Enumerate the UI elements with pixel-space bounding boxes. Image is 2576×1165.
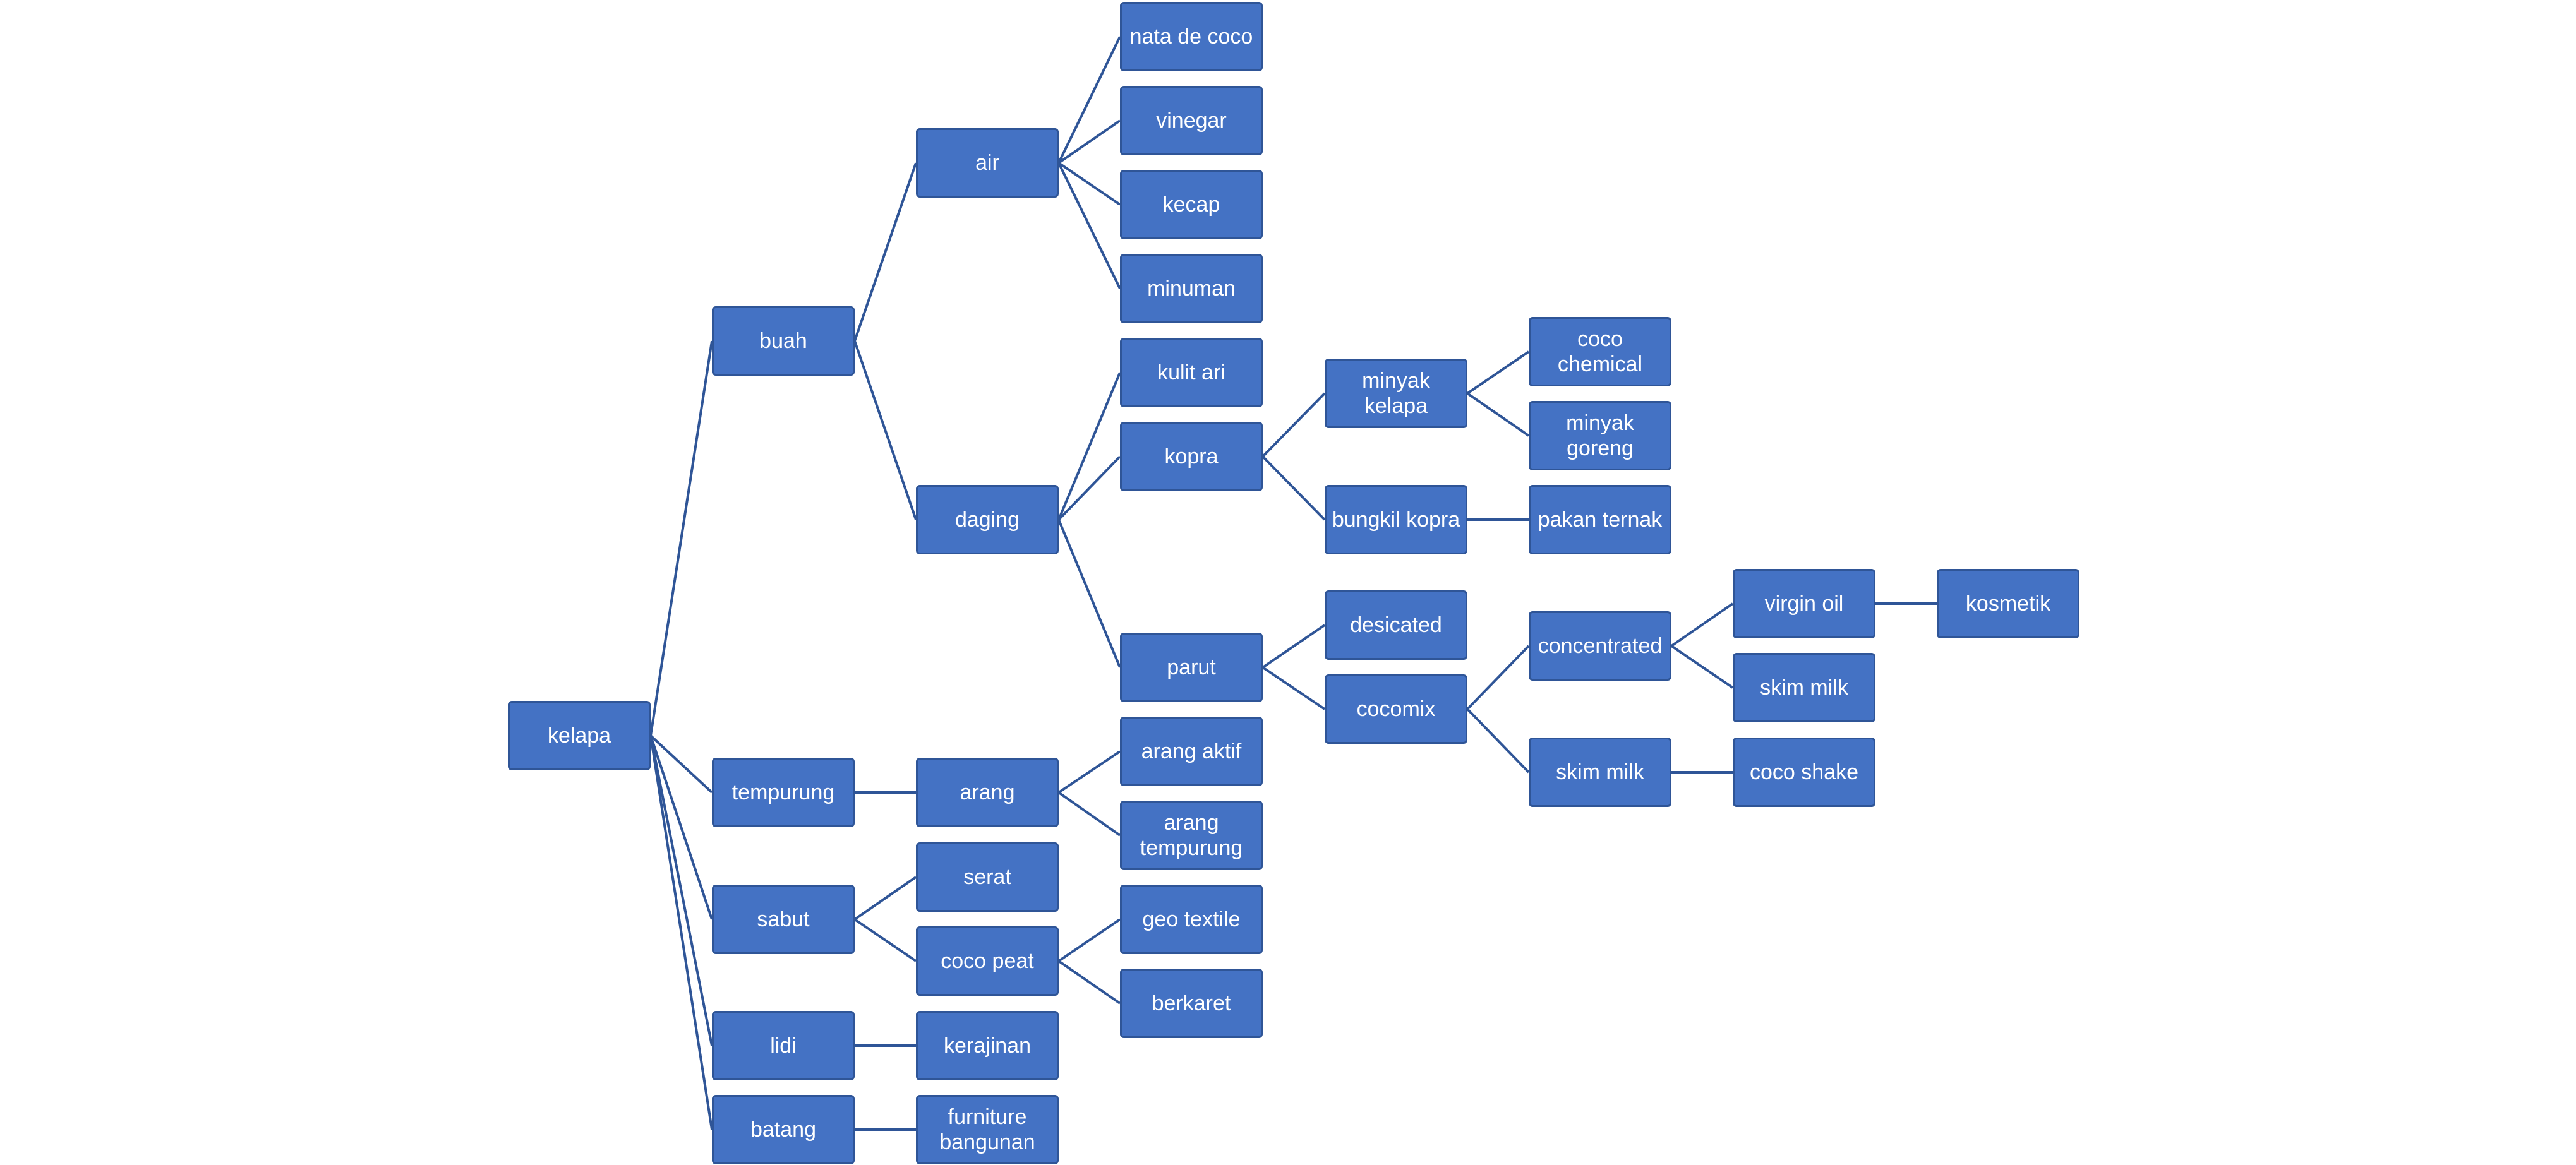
connector-kelapa-lidi: [649, 735, 713, 1046]
node-arang-aktif: arang aktif: [1120, 717, 1263, 786]
node-coco-shake: coco shake: [1733, 738, 1875, 807]
connector-kelapa-buah: [649, 340, 713, 736]
node-virgin-oil: virgin oil: [1733, 569, 1875, 638]
node-buah: buah: [712, 306, 855, 376]
connector-kelapa-tempurung: [649, 734, 713, 794]
connector-kelapa-sabut: [649, 735, 713, 920]
connector-cocomix-concentrated: [1466, 645, 1530, 710]
node-nata-de-coco: nata de coco: [1120, 2, 1263, 71]
connector-kopra-minyak-kelapa: [1261, 392, 1326, 458]
node-desicated: desicated: [1325, 590, 1467, 660]
node-berkaret: berkaret: [1120, 969, 1263, 1038]
node-tempurung: tempurung: [712, 758, 855, 827]
node-minyak-goreng: minyak goreng: [1529, 401, 1671, 470]
node-coco-chemical: coco chemical: [1529, 317, 1671, 386]
node-air: air: [916, 128, 1059, 198]
connector-daging-kulit-ari: [1057, 372, 1121, 520]
connector-kelapa-batang: [649, 735, 713, 1130]
connector-coco-peat-berkaret: [1057, 960, 1121, 1005]
node-concentrated: concentrated: [1529, 611, 1671, 681]
node-kecap: kecap: [1120, 170, 1263, 239]
node-skim-milk-2: skim milk: [1733, 653, 1875, 722]
node-kelapa: kelapa: [508, 701, 651, 770]
node-serat: serat: [916, 842, 1059, 912]
connector-arang-arang-aktif: [1057, 750, 1121, 794]
connector-concentrated-virgin-oil: [1670, 602, 1734, 647]
node-minuman: minuman: [1120, 254, 1263, 323]
connector-buah-air: [853, 162, 917, 342]
connector-parut-cocomix: [1261, 666, 1326, 710]
node-geo-textile: geo textile: [1120, 885, 1263, 954]
connector-parut-desicated: [1261, 624, 1326, 669]
node-vinegar: vinegar: [1120, 86, 1263, 155]
node-minyak-kelapa: minyak kelapa: [1325, 359, 1467, 428]
node-sabut: sabut: [712, 885, 855, 954]
connector-kopra-bungkil-kopra: [1261, 455, 1326, 521]
node-kopra: kopra: [1120, 422, 1263, 491]
connector-sabut-serat: [853, 876, 917, 921]
connector-daging-parut: [1057, 519, 1121, 668]
node-batang: batang: [712, 1095, 855, 1164]
node-lidi: lidi: [712, 1011, 855, 1080]
connector-arang-arang-tempurung: [1057, 791, 1121, 837]
connector-minyak-kelapa-minyak-goreng: [1466, 392, 1530, 437]
node-parut: parut: [1120, 633, 1263, 702]
connector-minyak-kelapa-coco-chemical: [1466, 350, 1530, 395]
connector-sabut-coco-peat: [853, 918, 917, 962]
connector-cocomix-skim-milk-1: [1466, 708, 1530, 774]
connector-daging-kopra: [1057, 455, 1121, 521]
node-pakan-ternak: pakan ternak: [1529, 485, 1671, 554]
connector-air-nata-de-coco: [1057, 36, 1121, 164]
node-daging: daging: [916, 485, 1059, 554]
connector-buah-daging: [853, 340, 917, 520]
connector-air-kecap: [1057, 162, 1121, 206]
node-coco-peat: coco peat: [916, 926, 1059, 996]
node-furniture-bangunan: furniture bangunan: [916, 1095, 1059, 1164]
connector-concentrated-skim-milk-2: [1670, 645, 1734, 689]
node-arang: arang: [916, 758, 1059, 827]
node-bungkil-kopra: bungkil kopra: [1325, 485, 1467, 554]
connector-coco-peat-geo-textile: [1057, 918, 1121, 962]
node-kerajinan: kerajinan: [916, 1011, 1059, 1080]
node-arang-tempurung: arang tempurung: [1120, 801, 1263, 870]
connector-air-minuman: [1057, 162, 1121, 289]
connector-air-vinegar: [1057, 119, 1121, 164]
node-kosmetik: kosmetik: [1937, 569, 2079, 638]
node-skim-milk-1: skim milk: [1529, 738, 1671, 807]
node-cocomix: cocomix: [1325, 674, 1467, 744]
node-kulit-ari: kulit ari: [1120, 338, 1263, 407]
